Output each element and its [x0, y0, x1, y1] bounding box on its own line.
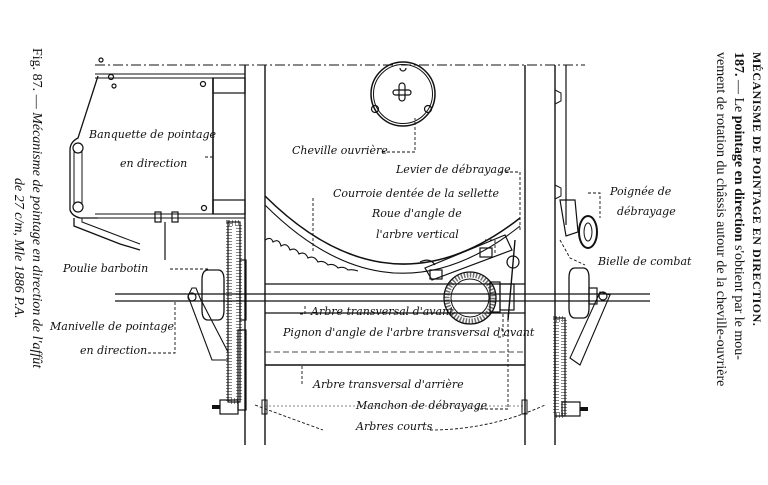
- courroie-dentee: [264, 195, 521, 274]
- leader-lines: [148, 118, 601, 431]
- left-gear-rack: [187, 220, 247, 415]
- label-banquette-line1: Banquette de pointage: [89, 128, 217, 141]
- section-heading: MÉCANISME DE POINTAGE EN DIRECTION.: [750, 52, 764, 327]
- label-manivelle-line2: en direction: [80, 344, 148, 357]
- levier-debrayage: [419, 234, 520, 321]
- label-arbre-transversal-avant: Arbre transversal d'avant: [311, 305, 454, 318]
- label-pignon-angle: Pignon d'angle de l'arbre transversal d'…: [283, 326, 535, 339]
- pignon-angle: [443, 271, 515, 325]
- figure-label: Fig. 87.: [29, 48, 44, 92]
- right-gear-rack: [553, 267, 611, 418]
- banquette: [69, 57, 246, 260]
- figure-caption-line2: de 27 c/m, Mle 1886 P.A.: [11, 178, 26, 319]
- label-manchon-debrayage: Manchon de débrayage: [356, 399, 488, 412]
- figure-caption-line1: Fig. 87. — Mécanisme de pointage en dire…: [28, 48, 44, 368]
- paragraph-dash: — Le: [731, 76, 746, 116]
- label-poignee-line1: Poignée de: [610, 185, 672, 198]
- cheville-ouvriere-disc: [370, 61, 436, 127]
- label-roue-angle-line1: Roue d'angle de: [372, 207, 462, 220]
- label-poulie-barbotin: Poulie barbotin: [63, 262, 149, 275]
- paragraph-rest: s'obtient par le mou-: [731, 241, 746, 360]
- paragraph-line1: 187. — Le pointage en direction s'obtien…: [730, 52, 746, 360]
- label-banquette-line2: en direction: [120, 157, 188, 170]
- paragraph-number: 187.: [731, 52, 746, 77]
- figure-caption-title: Mécanisme de pointage en direction de l'…: [29, 112, 44, 369]
- label-arbre-transversal-arriere: Arbre transversal d'arrière: [313, 378, 464, 391]
- label-roue-angle-line2: l'arbre vertical: [376, 228, 459, 241]
- label-manivelle-line1: Manivelle de pointage: [50, 320, 175, 333]
- label-levier-debrayage: Levier de débrayage: [396, 163, 511, 176]
- label-courroie-dentee: Courroie dentée de la sellette: [333, 187, 500, 200]
- label-bielle-combat: Bielle de combat: [598, 255, 692, 268]
- paragraph-bold-term: pointage en direction: [731, 115, 746, 242]
- label-arbres-courts: Arbres courts: [356, 420, 433, 433]
- label-cheville-ouvriere: Cheville ouvrière: [292, 144, 388, 157]
- shafts: [115, 283, 650, 407]
- figure-caption-dash: —: [29, 91, 44, 113]
- label-poignee-line2: débrayage: [617, 205, 676, 218]
- paragraph-line2: vement de rotation du châssis autour de …: [713, 52, 728, 387]
- poignee-debrayage: [559, 199, 598, 249]
